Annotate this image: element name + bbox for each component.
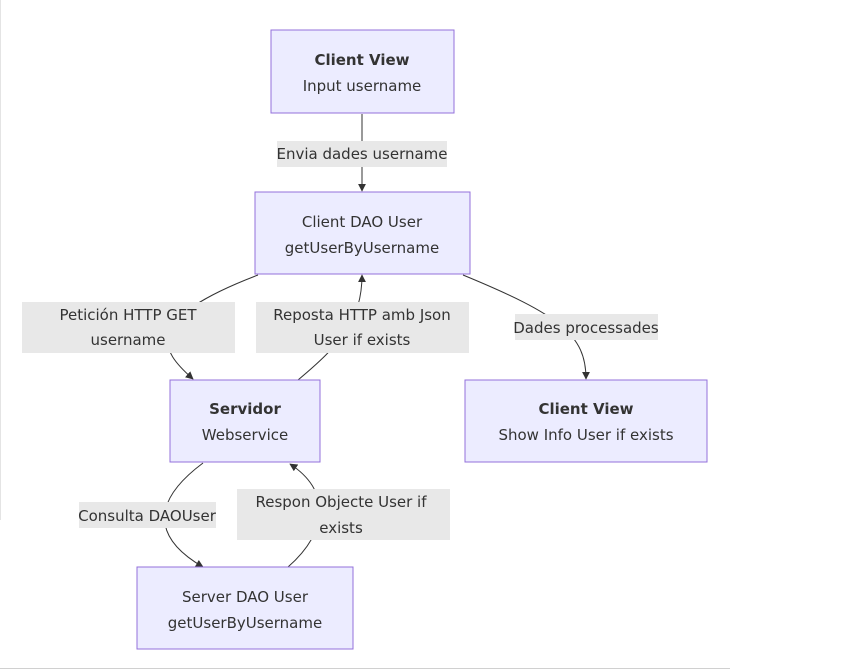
node-server-dao-user: Server DAO User getUserByUsername	[136, 566, 354, 650]
edge-label-dades: Dades processades	[513, 314, 659, 340]
node-server-dao-user-subtitle: getUserByUsername	[168, 614, 322, 632]
edge-label-respon-line2: exists	[319, 519, 363, 537]
edge-label-respon-line1: Respon Objecte User if	[255, 493, 427, 511]
edge-label-envia-text: Envia dades username	[276, 145, 447, 163]
edge-label-reposta: Reposta HTTP amb Json User if exists	[256, 302, 469, 353]
node-client-dao-user: Client DAO User getUserByUsername	[254, 191, 471, 275]
node-client-view-input-title: Client View	[314, 51, 409, 69]
edge-label-consulta: Consulta DAOUser	[78, 502, 217, 528]
node-client-view-input: Client View Input username	[270, 29, 455, 114]
node-servidor-title: Servidor	[209, 400, 281, 418]
edge-label-respon: Respon Objecte User if exists	[237, 489, 450, 540]
edge-label-reposta-line2: User if exists	[314, 331, 411, 349]
edge-label-peticion-line2: username	[91, 331, 166, 349]
edge-label-peticion-line1: Petición HTTP GET	[59, 306, 197, 324]
edge-label-dades-text: Dades processades	[513, 319, 659, 337]
edge-label-peticion: Petición HTTP GET username	[22, 302, 235, 353]
node-client-view-show-title: Client View	[538, 400, 633, 418]
node-servidor-subtitle: Webservice	[202, 426, 288, 444]
node-client-dao-user-subtitle: getUserByUsername	[285, 239, 439, 257]
node-client-view-input-subtitle: Input username	[303, 77, 422, 95]
canvas-bottom-border	[0, 668, 730, 669]
node-client-view-show-subtitle: Show Info User if exists	[498, 426, 673, 444]
node-client-dao-user-title: Client DAO User	[302, 213, 423, 231]
edge-label-reposta-line1: Reposta HTTP amb Json	[273, 306, 451, 324]
node-client-view-show: Client View Show Info User if exists	[464, 379, 708, 463]
node-servidor: Servidor Webservice	[169, 379, 321, 463]
edge-label-envia: Envia dades username	[276, 141, 448, 167]
node-server-dao-user-title: Server DAO User	[182, 588, 309, 606]
canvas-left-edge	[0, 0, 1, 520]
edge-label-consulta-text: Consulta DAOUser	[78, 507, 217, 525]
